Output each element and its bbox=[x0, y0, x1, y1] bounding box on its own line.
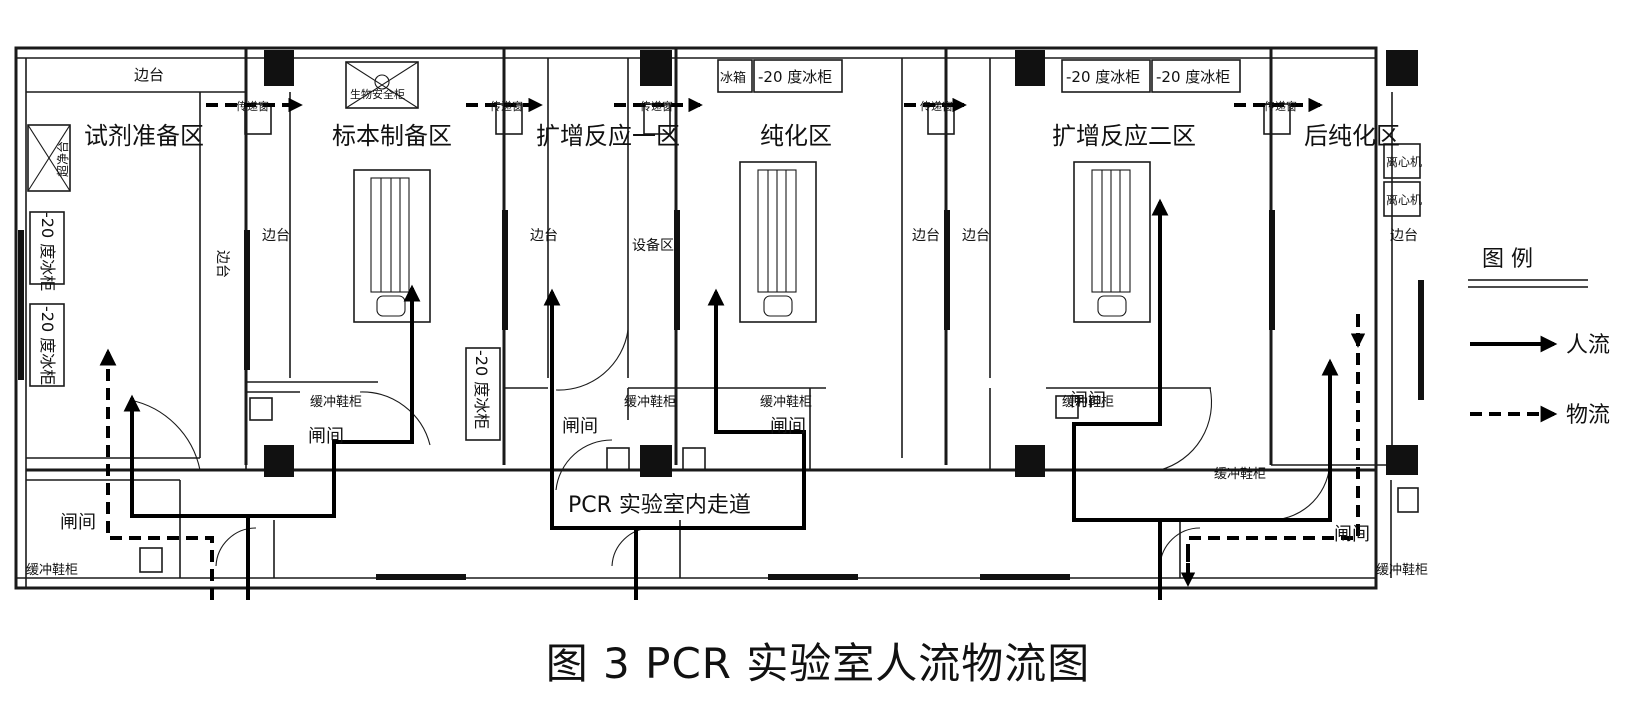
freezer-label: -20 度冰柜 bbox=[472, 350, 491, 429]
buffer-label: 缓冲鞋柜 bbox=[26, 562, 78, 578]
sink-icon bbox=[606, 447, 630, 471]
buffer-label: 缓冲鞋柜 bbox=[1062, 394, 1114, 410]
sink-icon bbox=[1397, 487, 1419, 513]
freezer-label: -20 度冰柜 bbox=[1156, 68, 1230, 86]
pass-box-label: 传递窗 bbox=[1264, 99, 1297, 113]
freezer-label: -20 度冰柜 bbox=[38, 306, 57, 385]
bench-label: 边台 bbox=[214, 250, 230, 278]
room-purify: 纯化区 bbox=[760, 122, 832, 150]
pass-box-label: 传递窗 bbox=[640, 99, 673, 113]
bio-cabinet-label: 生物安全柜 bbox=[350, 87, 405, 101]
legend-title: 图 例 bbox=[1482, 247, 1533, 272]
bench-label: 边台 bbox=[134, 66, 164, 84]
equipment-label: 设备区 bbox=[632, 237, 674, 254]
sink-icon bbox=[139, 547, 163, 573]
sink-icon bbox=[682, 447, 706, 471]
airlock-label: 闸间 bbox=[1070, 390, 1106, 411]
room-post: 后纯化区 bbox=[1304, 122, 1400, 150]
freezer-label: -20 度冰柜 bbox=[38, 212, 57, 291]
airlock-label: 闸间 bbox=[60, 512, 96, 533]
plan-labels: 边台 试剂准备区 标本制备区 扩增反应一区 纯化区 扩增反应二区 后纯化区 超净… bbox=[26, 66, 1428, 578]
buffer-label: 缓冲鞋柜 bbox=[1376, 562, 1428, 578]
building-walls bbox=[14, 46, 1424, 590]
room-specimen: 标本制备区 bbox=[332, 122, 452, 150]
structural-columns bbox=[264, 50, 1418, 477]
room-amp1: 扩增反应一区 bbox=[536, 122, 680, 150]
freezer-label: -20 度冰柜 bbox=[1066, 68, 1140, 86]
buffer-label: 缓冲鞋柜 bbox=[760, 394, 812, 410]
centrifuge-label: 离心机 bbox=[1386, 192, 1422, 207]
airlock-label: 闸间 bbox=[562, 416, 598, 437]
buffer-label: 缓冲鞋柜 bbox=[1214, 466, 1266, 482]
material-flow-routes bbox=[99, 97, 1366, 600]
bench-label: 边台 bbox=[530, 228, 558, 244]
fridge-label: 冰箱 bbox=[720, 70, 746, 86]
pass-box-label: 传递窗 bbox=[236, 99, 269, 113]
legend: 图 例 人流 物流 bbox=[1468, 247, 1610, 428]
sink-icon bbox=[1055, 395, 1079, 419]
bench-label: 边台 bbox=[1390, 228, 1418, 244]
clean-bench-label: 超净台 bbox=[55, 141, 70, 177]
bench-label: 边台 bbox=[912, 228, 940, 244]
bench-label: 边台 bbox=[962, 228, 990, 244]
centrifuge-label: 离心机 bbox=[1386, 154, 1422, 169]
legend-person-flow: 人流 bbox=[1566, 333, 1610, 358]
bench-label: 边台 bbox=[262, 228, 290, 244]
airlock-label: 闸间 bbox=[1334, 524, 1370, 545]
room-reagent: 试剂准备区 bbox=[84, 122, 204, 150]
sink-icon bbox=[249, 397, 273, 421]
corridor-label: PCR 实验室内走道 bbox=[568, 493, 751, 518]
buffer-label: 缓冲鞋柜 bbox=[310, 394, 362, 410]
room-amp2: 扩增反应二区 bbox=[1052, 122, 1196, 150]
figure-caption: 图 3 PCR 实验室人流物流图 bbox=[545, 639, 1091, 688]
person-flow-routes bbox=[123, 198, 1339, 600]
floor-plan: 边台 试剂准备区 标本制备区 扩增反应一区 纯化区 扩增反应二区 后纯化区 超净… bbox=[14, 46, 1610, 600]
airlock-label: 闸间 bbox=[770, 416, 806, 437]
freezer-label: -20 度冰柜 bbox=[758, 68, 832, 86]
pass-box-label: 传递窗 bbox=[490, 99, 523, 113]
legend-material-flow: 物流 bbox=[1566, 403, 1610, 428]
pass-box-label: 传递窗 bbox=[920, 99, 953, 113]
buffer-label: 缓冲鞋柜 bbox=[624, 394, 676, 410]
airlock-label: 闸间 bbox=[308, 426, 344, 447]
